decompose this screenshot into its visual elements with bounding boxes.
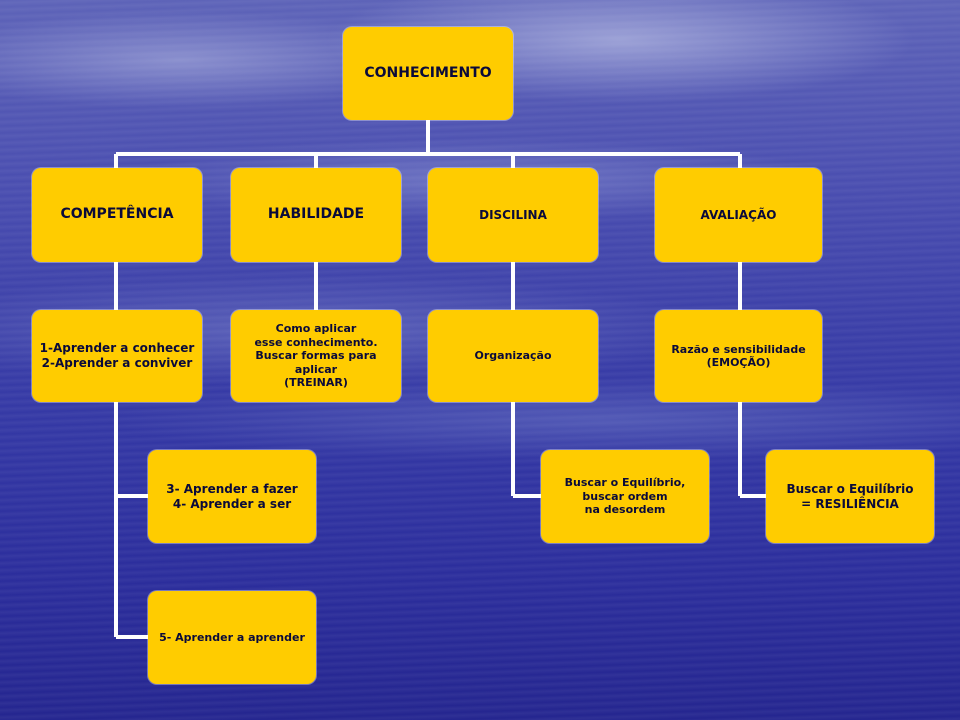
node-disciplina-2: Buscar o Equilíbrio, buscar ordem na des… — [541, 450, 709, 543]
node-competencia: COMPETÊNCIA — [32, 168, 202, 262]
node-habilidade-1: Como aplicar esse conhecimento. Buscar f… — [231, 310, 401, 402]
node-competencia-2: 3- Aprender a fazer 4- Aprender a ser — [148, 450, 316, 543]
node-avaliacao-1: Razão e sensibilidade (EMOÇÃO) — [655, 310, 822, 402]
node-root: CONHECIMENTO — [343, 27, 513, 120]
node-competencia-1: 1-Aprender a conhecer 2-Aprender a convi… — [32, 310, 202, 402]
node-competencia-3: 5- Aprender a aprender — [148, 591, 316, 684]
node-habilidade: HABILIDADE — [231, 168, 401, 262]
node-avaliacao: AVALIAÇÃO — [655, 168, 822, 262]
node-disciplina-1: Organização — [428, 310, 598, 402]
node-disciplina: DISCILINA — [428, 168, 598, 262]
node-avaliacao-2: Buscar o Equilíbrio = RESILIÊNCIA — [766, 450, 934, 543]
